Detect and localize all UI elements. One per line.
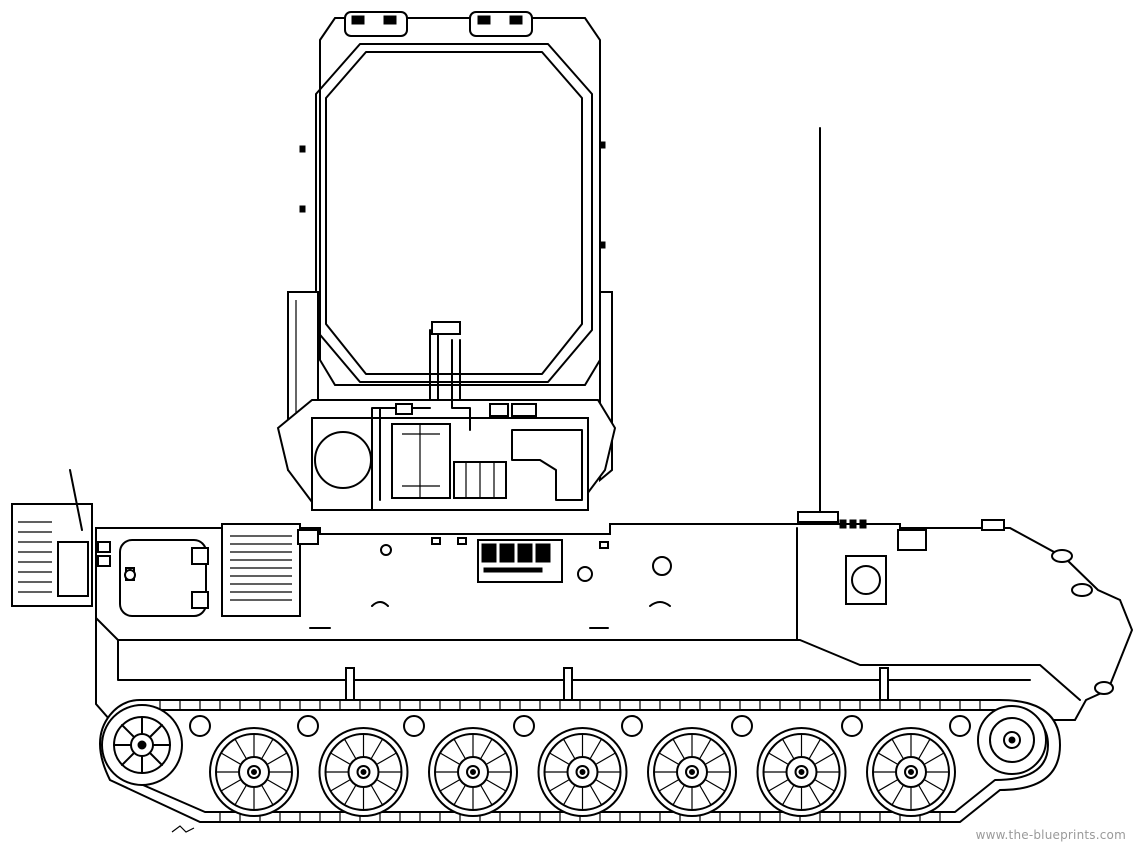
antenna-mast <box>798 128 838 522</box>
road-wheel <box>210 728 298 816</box>
road-wheel <box>429 728 517 816</box>
return-rollers <box>190 716 970 736</box>
radar-antenna-assembly <box>288 12 612 480</box>
idler-wheel <box>978 706 1046 774</box>
road-wheel <box>320 728 408 816</box>
vent-panel <box>222 524 300 616</box>
hull-details <box>12 470 1113 694</box>
ground-mark <box>172 826 194 832</box>
rear-hatch <box>120 540 206 616</box>
road-wheel <box>758 728 846 816</box>
road-wheel <box>648 728 736 816</box>
road-wheels <box>210 728 955 816</box>
road-wheel <box>867 728 955 816</box>
radar-equipment-base <box>278 322 615 510</box>
drive-sprocket <box>102 705 182 785</box>
watermark-text: www.the-blueprints.com <box>975 828 1126 842</box>
road-wheel <box>539 728 627 816</box>
